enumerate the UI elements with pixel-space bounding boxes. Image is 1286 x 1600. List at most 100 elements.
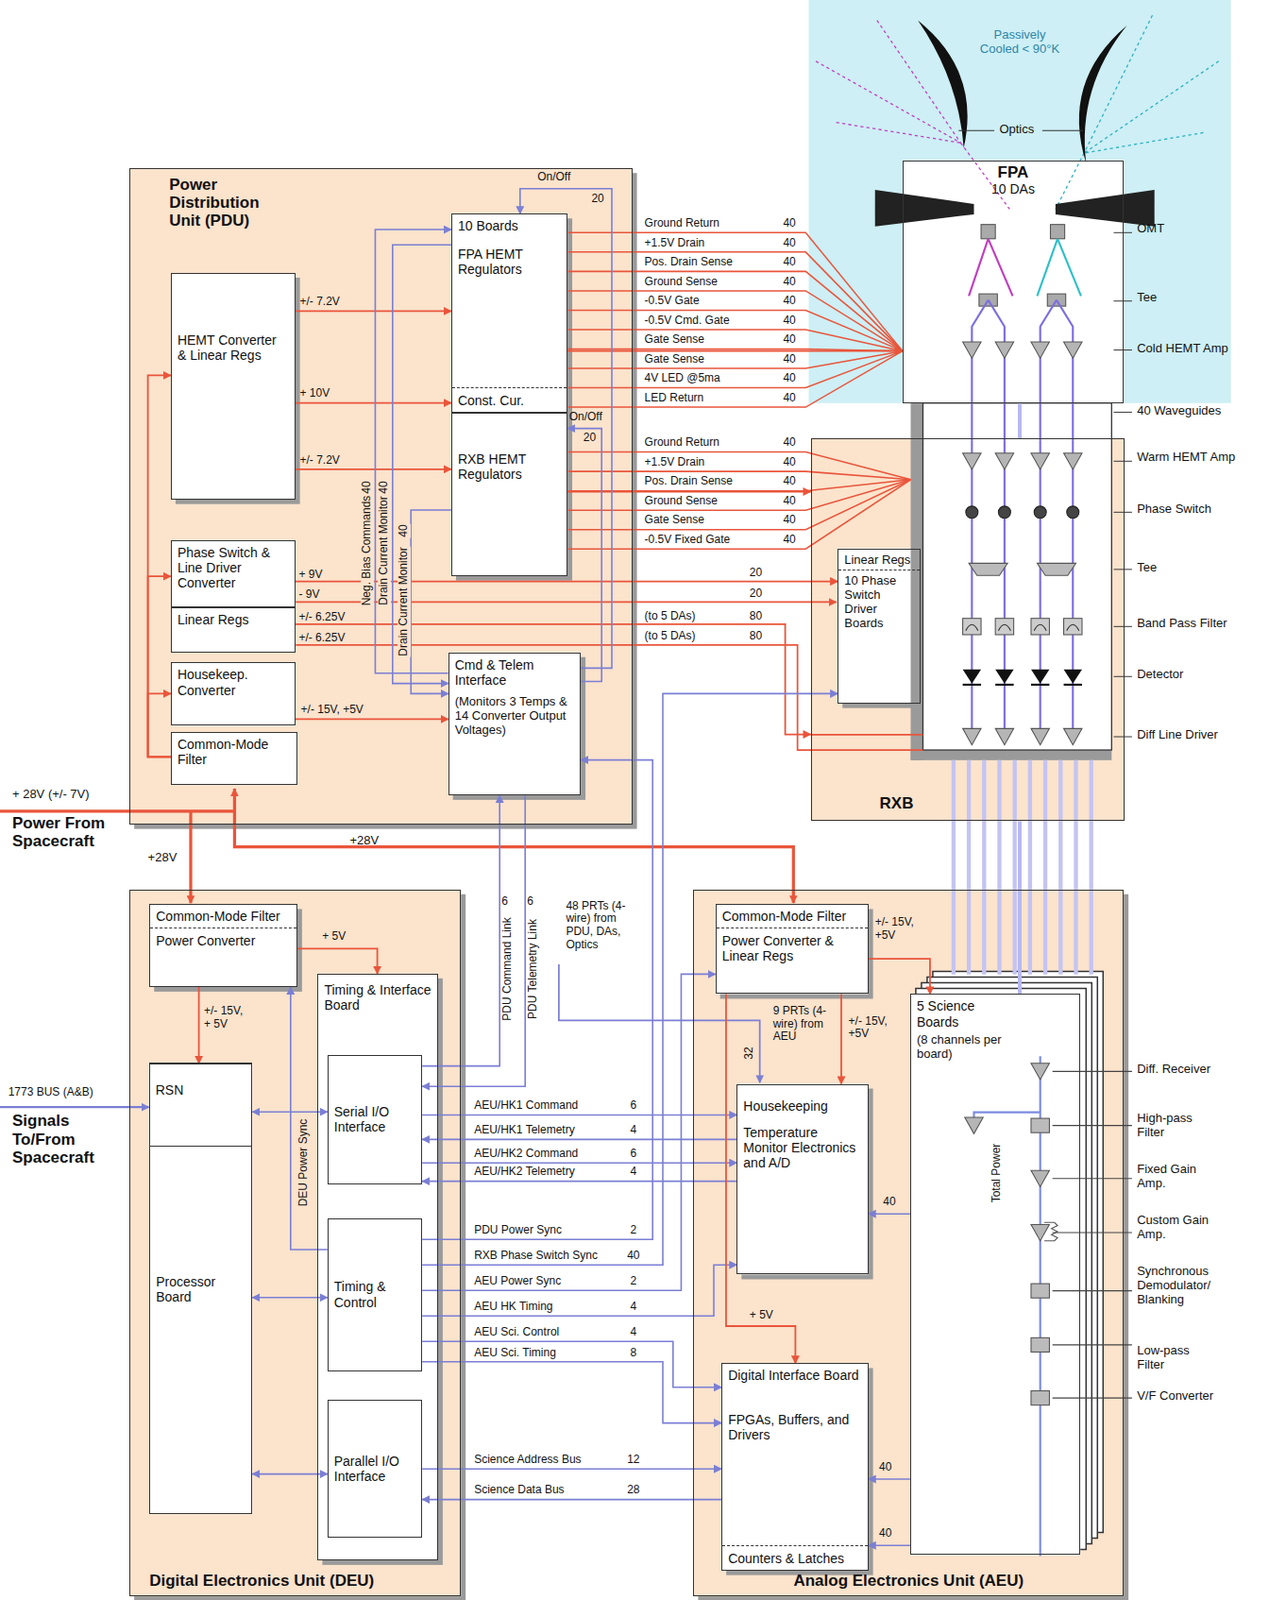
part-label: 20 [749,587,762,601]
signal-path [973,1112,1040,1117]
signal-label: AEU/HK1 Command [473,1099,578,1113]
diode-symbol [963,683,982,686]
box-text: Counters & Latches [722,1544,868,1566]
box-text: Power Distribution Unit (PDU) [169,176,292,230]
connector [868,1212,911,1215]
waveguide-line [981,760,986,975]
part-label: +28V [349,833,379,848]
part-label: 20 [583,431,596,445]
connector [295,402,452,405]
part-label: Custom Gain Amp. [1136,1213,1219,1242]
diode-symbol [1031,669,1050,684]
box-fill [837,548,920,704]
unit-box: RXBLinear Regs10 Phase Switch Driver Boa… [811,438,1126,821]
box-text: Cmd & Telem Interface [455,657,575,688]
part-label: 80 [749,609,762,624]
signal-label: +/- 15V, +5V [848,1015,892,1042]
connector [295,580,839,583]
box-text: FPGAs, Buffers, and Drivers [727,1411,863,1442]
connector [422,1264,737,1316]
amplifier-symbol [995,453,1014,470]
resistor-symbol [1044,1221,1058,1240]
connector [422,1138,737,1141]
amplifier-symbol [964,1116,983,1134]
box-fill [129,168,632,824]
signal-label: +/- 6.25V [298,610,345,625]
wire [568,252,903,352]
connector [422,1180,737,1183]
part-label: Fixed Gain Amp. [1136,1162,1214,1191]
wire [568,452,912,480]
diode-symbol [1064,669,1083,684]
box-text: HEMT Converter & Linear Regs [177,332,289,363]
amplifier-symbol [1031,1063,1050,1080]
signal-label: Drain Current Monitor [377,495,391,607]
wire [568,479,912,530]
box-text: RSN [155,1082,246,1098]
wire [568,351,903,407]
block-box: Cmd & Telem Interface(Monitors 3 Temps &… [448,652,581,796]
part-label: Pos. Drain Sense [644,474,733,489]
box-fill [170,731,298,785]
box-text: Common-Mode Filter [716,908,868,928]
part-label: -0.5V Fixed Gate [644,533,731,547]
diode-symbol [995,683,1014,686]
part-label: 40 [360,480,374,495]
part-label: 12 [626,1453,640,1467]
box-text: Timing & Control [334,1278,416,1309]
box-text: 10 DAs [991,181,1035,197]
block-symbol [1031,1283,1050,1298]
part-label: +1.5V Drain [644,236,706,251]
amplifier-symbol [995,727,1014,745]
amplifier-symbol [1064,453,1083,470]
amplifier-symbol [1064,727,1083,745]
part-label: Detector [1136,667,1184,682]
part-label: Ground Sense [644,275,718,289]
amplifier-symbol [1031,1223,1050,1240]
unit-box: Analog Electronics Unit (AEU)Common-Mode… [693,889,1124,1596]
part-label: 40 Waveguides [1136,404,1221,419]
part-label: 2 [629,1274,637,1288]
connector [148,575,171,757]
connector [567,490,812,493]
part-label: 40 [882,1195,896,1209]
part-label: 4V LED @5ma [644,372,721,386]
amplifier-symbol [963,453,982,470]
signal-label: AEU Sci. Timing [473,1346,557,1360]
part-label: 40 [782,217,796,231]
part-label: Ground Sense [644,494,718,508]
part-label: 6 [629,1099,637,1113]
part-label: Ground Return [644,436,720,450]
connector [422,795,500,1067]
part-label: 40 [782,353,796,367]
leader-line [1113,735,1132,737]
connector [868,1543,911,1546]
connector [410,509,452,694]
part-label: 40 [782,314,796,328]
box-fill [170,272,296,500]
part-label: 28 [626,1483,640,1497]
connector [422,1114,737,1117]
signal-label: +/- 15V, + 5V [203,1004,251,1032]
part-label: 6 [526,895,534,909]
part-label: 48 PRTs (4-wire) from PDU, DAs, Optics [565,899,643,952]
box-text: Linear Regs [838,553,919,572]
part-label: 40 [879,1460,892,1474]
box-text: Timing & Interface Board [323,981,431,1013]
connector [422,1467,722,1470]
box-text: Power Converter [155,932,291,948]
part-label: 40 [397,523,411,538]
part-label: 80 [749,629,762,643]
part-label: 40 [377,480,391,495]
part-label: 40 [782,474,796,489]
part-label: Signals To/From Spacecraft [12,1111,125,1168]
wire [568,471,912,480]
box-text: Digital Electronics Unit (DEU) [149,1571,374,1591]
part-label: Total Power [990,1143,1004,1203]
part-label: (to 5 DAs) [644,629,696,643]
filter-symbol [1031,618,1050,635]
block-box: HEMT Converter & Linear Regs [170,272,296,500]
block-box: RSN [149,1062,253,1147]
signal-label: AEU Sci. Control [473,1325,559,1339]
